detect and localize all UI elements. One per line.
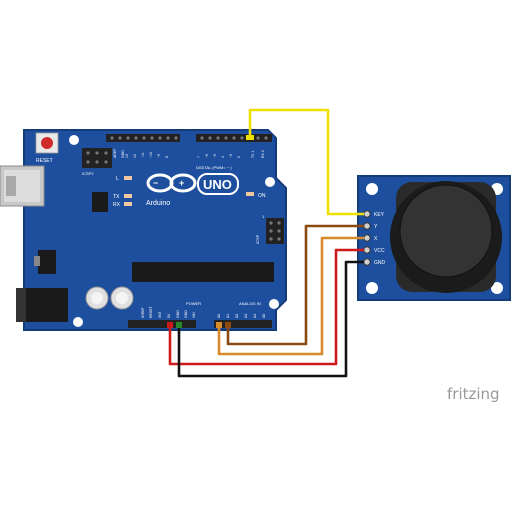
icsp-header [266,218,284,244]
digital-pin-label: ~10 [149,152,153,158]
status-leds [124,176,132,206]
on-label: ON [258,193,266,199]
digital-pin-label: ~3 [229,154,233,158]
svg-text:+: + [179,178,184,188]
digital-pin-label: 13 [125,154,129,158]
wire-y-a1 [226,224,364,346]
analog-header [214,320,272,328]
digital-pin-label: GND [121,150,125,158]
arduino-brand-label: Arduino [146,200,170,207]
digital-pin-label: AREF [113,149,117,158]
digital-pin-label: 12 [133,154,137,158]
joystick-pin-header [363,210,371,266]
icsp-pin1-label: 1 [262,214,265,219]
digital-pin-label: ~5 [213,154,217,158]
digital-pin-label: 8 [165,156,169,158]
svg-text:A3: A3 [244,314,248,318]
svg-text:3V3: 3V3 [158,312,162,318]
power-jack [16,288,68,322]
uno-label: UNO [203,177,232,192]
joystick-module: KEY Y X VCC GND [357,175,511,301]
digital-pin-label: ~6 [205,154,209,158]
mounting-hole [491,282,503,294]
usb-chip [92,192,108,212]
svg-text:A0: A0 [217,314,221,318]
power-header [128,320,196,328]
svg-text:5V: 5V [167,313,171,318]
digital-pin-label: ~11 [141,152,145,158]
led-l-label: L [116,176,119,182]
svg-text:A1: A1 [226,314,230,318]
mounting-hole [69,135,79,145]
uno-badge: UNO [197,173,239,195]
pin-key-label: KEY [374,212,385,218]
digital-section-label: DIGITAL (PWM= ~ ) [196,165,232,170]
thumbstick [390,181,502,293]
pin-vcc-label: VCC [374,248,385,254]
wire-ends [167,135,254,328]
wire-vcc-5v [168,248,364,366]
pin-gnd-label: GND [374,260,386,266]
svg-text:A5: A5 [262,314,266,318]
wires [168,108,364,378]
icsp-label: ICSP [255,234,260,244]
power-pin-labels: IOREF RESET 3V3 5V GND GND VIN [141,305,196,318]
atmega-chip [132,262,274,282]
power-section-label: POWER [186,301,201,306]
pin-x-label: X [374,236,378,242]
digital-pin-label: 7 [197,156,201,158]
svg-text:GND: GND [176,310,180,318]
svg-text:A2: A2 [235,314,239,318]
mounting-hole [73,317,83,327]
wire-key-d2 [248,108,364,216]
icsp2-header [82,148,112,168]
digital-pin-label: ~9 [157,154,161,158]
reset-button [35,132,59,154]
wire-gnd-gnd [177,260,364,378]
led-tx-label: TX [113,194,120,200]
on-led [246,192,254,196]
digital-pin-label: RX 0 [261,150,265,158]
mounting-hole [366,183,378,195]
mounting-hole [269,299,279,309]
digital-pin-label: 4 [221,156,225,158]
digital-pin-labels: 13 12 ~11 ~10 ~9 8 7 ~6 ~5 4 ~3 2 TX 1 RX 0 AREF GND [113,149,265,158]
pin-y-label: Y [374,224,378,230]
mounting-hole [366,282,378,294]
wire-x-a0 [217,236,364,356]
svg-text:−: − [153,178,158,188]
arduino-logo: − + [146,173,197,193]
digital-pin-label: TX 1 [251,151,255,158]
mounting-hole [265,177,275,187]
analog-section-label: ANALOG IN [239,301,261,306]
svg-text:RESET: RESET [149,305,153,318]
svg-text:GND: GND [184,310,188,318]
digital-pin-label: 2 [237,156,241,158]
analog-pin-labels: A0 A1 A2 A3 A4 A5 [217,314,266,318]
fritzing-watermark: fritzing [447,385,500,403]
reset-label: RESET [36,158,53,164]
svg-text:VIN: VIN [192,312,196,318]
usb-connector [0,165,45,207]
svg-text:A4: A4 [253,314,257,318]
led-rx-label: RX [113,202,121,208]
capacitors [85,286,134,310]
icsp2-label: ICSP2 [82,171,94,176]
svg-text:IOREF: IOREF [141,307,145,318]
voltage-regulator [34,250,56,274]
